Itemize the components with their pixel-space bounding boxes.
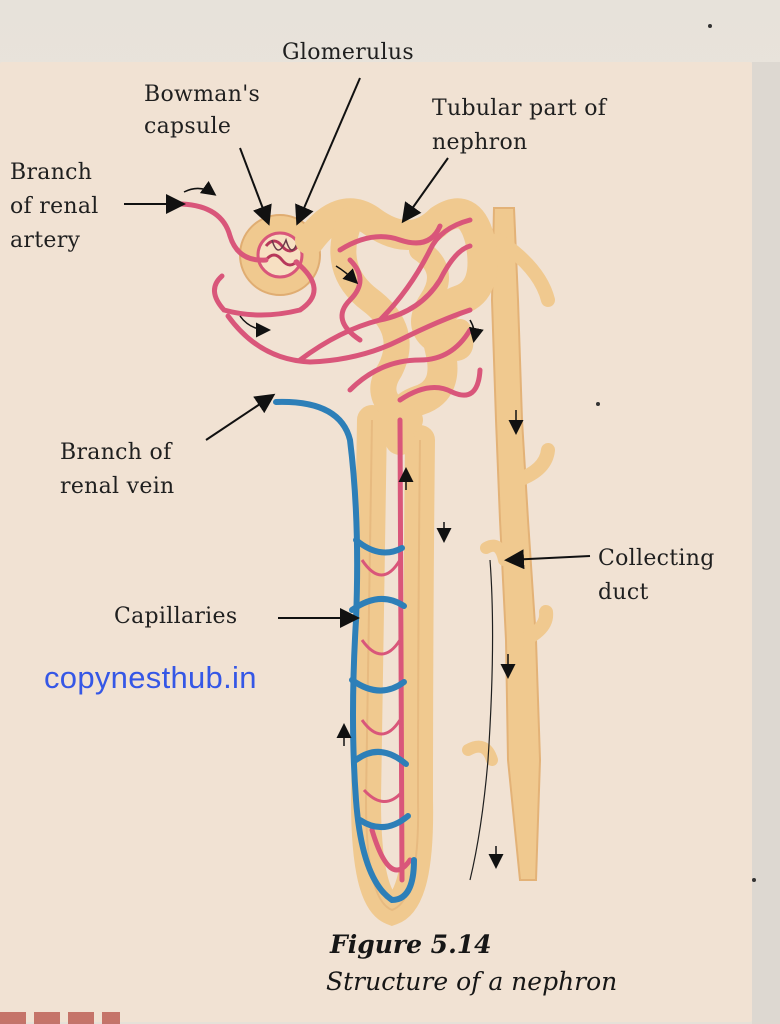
- page-margin: [752, 62, 780, 1024]
- loop-of-henle: [350, 405, 435, 927]
- label-bowmans-capsule-line1: Bowman's: [144, 82, 261, 107]
- label-renal-artery-line2: of renal: [10, 194, 99, 219]
- page-speck: [708, 24, 712, 28]
- flow-arrows: [183, 180, 524, 869]
- label-renal-artery-line1: Branch: [10, 160, 93, 185]
- figure-caption: Structure of a nephron: [326, 967, 618, 996]
- glomerulus-knot: [264, 237, 300, 267]
- page-speck: [752, 878, 756, 882]
- collecting-duct: [462, 207, 555, 881]
- page-bottom-strip: [0, 1012, 120, 1024]
- label-collecting-duct-line2: duct: [598, 580, 649, 605]
- label-tubular-part-line1: Tubular part of: [432, 96, 607, 121]
- label-renal-vein-line2: renal vein: [60, 474, 175, 499]
- label-collecting-duct-line1: Collecting: [598, 546, 715, 571]
- page-speck: [596, 402, 600, 406]
- label-glomerulus: Glomerulus: [282, 40, 414, 65]
- mesh-capillaries: [360, 559, 404, 803]
- figure-number: Figure 5.14: [330, 930, 492, 959]
- watermark-text: copynesthub.in: [44, 660, 257, 695]
- label-renal-artery-line3: artery: [10, 228, 81, 253]
- convoluted-tubule: [295, 198, 498, 455]
- label-capillaries: Capillaries: [114, 604, 238, 629]
- arterial-network: [179, 201, 483, 883]
- label-tubular-part-line2: nephron: [432, 130, 528, 155]
- leader-lines: [124, 77, 591, 628]
- venous-network: [273, 398, 417, 904]
- label-bowmans-capsule-line2: capsule: [144, 114, 232, 139]
- label-renal-vein-line1: Branch of: [60, 440, 172, 465]
